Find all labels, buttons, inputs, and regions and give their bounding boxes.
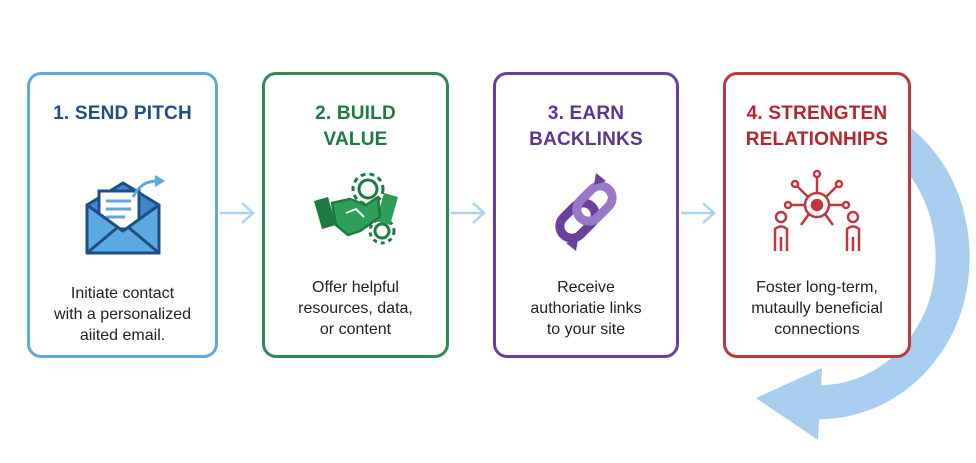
step-title: 3. EARN BACKLINKS [529,103,643,150]
step-description: Receive authoriatie links to your site [530,279,642,338]
chevron-right-icon [681,202,716,224]
network-people-icon [762,167,872,257]
step-description: Foster long-term, mutaully beneficial co… [751,279,883,338]
step-card-build-value: 2. BUILD VALUE Offer helpful resources, … [262,72,449,358]
step-card-strengthen-relationships: 4. STRENGTEN RELATIONHIPS [723,72,911,358]
step-description: Initiate contact with a personalized aii… [54,285,191,344]
step-description: Offer helpful resources, data, or conten… [298,279,413,338]
step-title: 2. BUILD VALUE [315,103,396,150]
chevron-right-icon [451,202,486,224]
chain-link-icon [531,167,641,257]
step-title: 1. SEND PITCH [53,103,192,124]
step-card-earn-backlinks: 3. EARN BACKLINKS Receive authoriatie li… [493,72,679,358]
envelope-icon [68,171,178,261]
step-title: 4. STRENGTEN RELATIONHIPS [745,103,889,150]
chevron-right-icon [220,202,255,224]
handshake-gear-icon [301,167,411,257]
step-card-send-pitch: 1. SEND PITCH Initiate contact with a pe… [27,72,218,358]
